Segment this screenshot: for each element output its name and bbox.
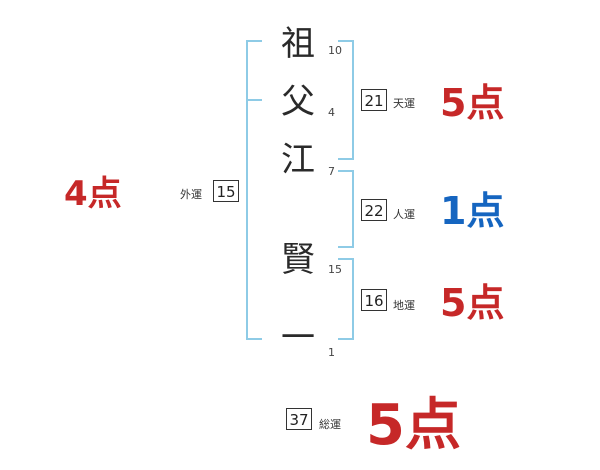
chikaku-score: 5点 [440,281,505,325]
name-char-5: 一 [281,318,315,358]
jinkaku-label: 人運 [393,208,415,221]
gaikaku-score: 4点 [64,174,122,214]
name-char-1: 祖 [281,24,315,64]
stroke-count-4: 15 [328,263,342,276]
jinkaku-bracket [338,170,354,248]
stroke-count-3: 7 [328,165,335,178]
stroke-count-5: 1 [328,346,335,359]
soukaku-score: 5点 [366,393,461,458]
outer-bracket-tick [246,99,262,101]
chikaku-value-box: 16 [361,289,387,311]
name-char-4: 賢 [281,240,315,280]
stroke-count-2: 4 [328,106,335,119]
name-char-3: 江 [281,140,315,180]
soukaku-label: 総運 [319,418,341,431]
soukaku-value-box: 37 [286,408,312,430]
gaikaku-value-box: 15 [213,180,239,202]
outer-bracket [246,40,262,340]
jinkaku-score: 1点 [440,189,505,233]
gaikaku-label: 外運 [180,188,202,201]
tenkaku-bracket [338,40,354,160]
stroke-count-1: 10 [328,44,342,57]
tenkaku-label: 天運 [393,97,415,110]
tenkaku-value-box: 21 [361,89,387,111]
tenkaku-score: 5点 [440,81,505,125]
chikaku-bracket [338,258,354,340]
name-char-2: 父 [281,82,315,122]
jinkaku-value-box: 22 [361,199,387,221]
chikaku-label: 地運 [393,299,415,312]
